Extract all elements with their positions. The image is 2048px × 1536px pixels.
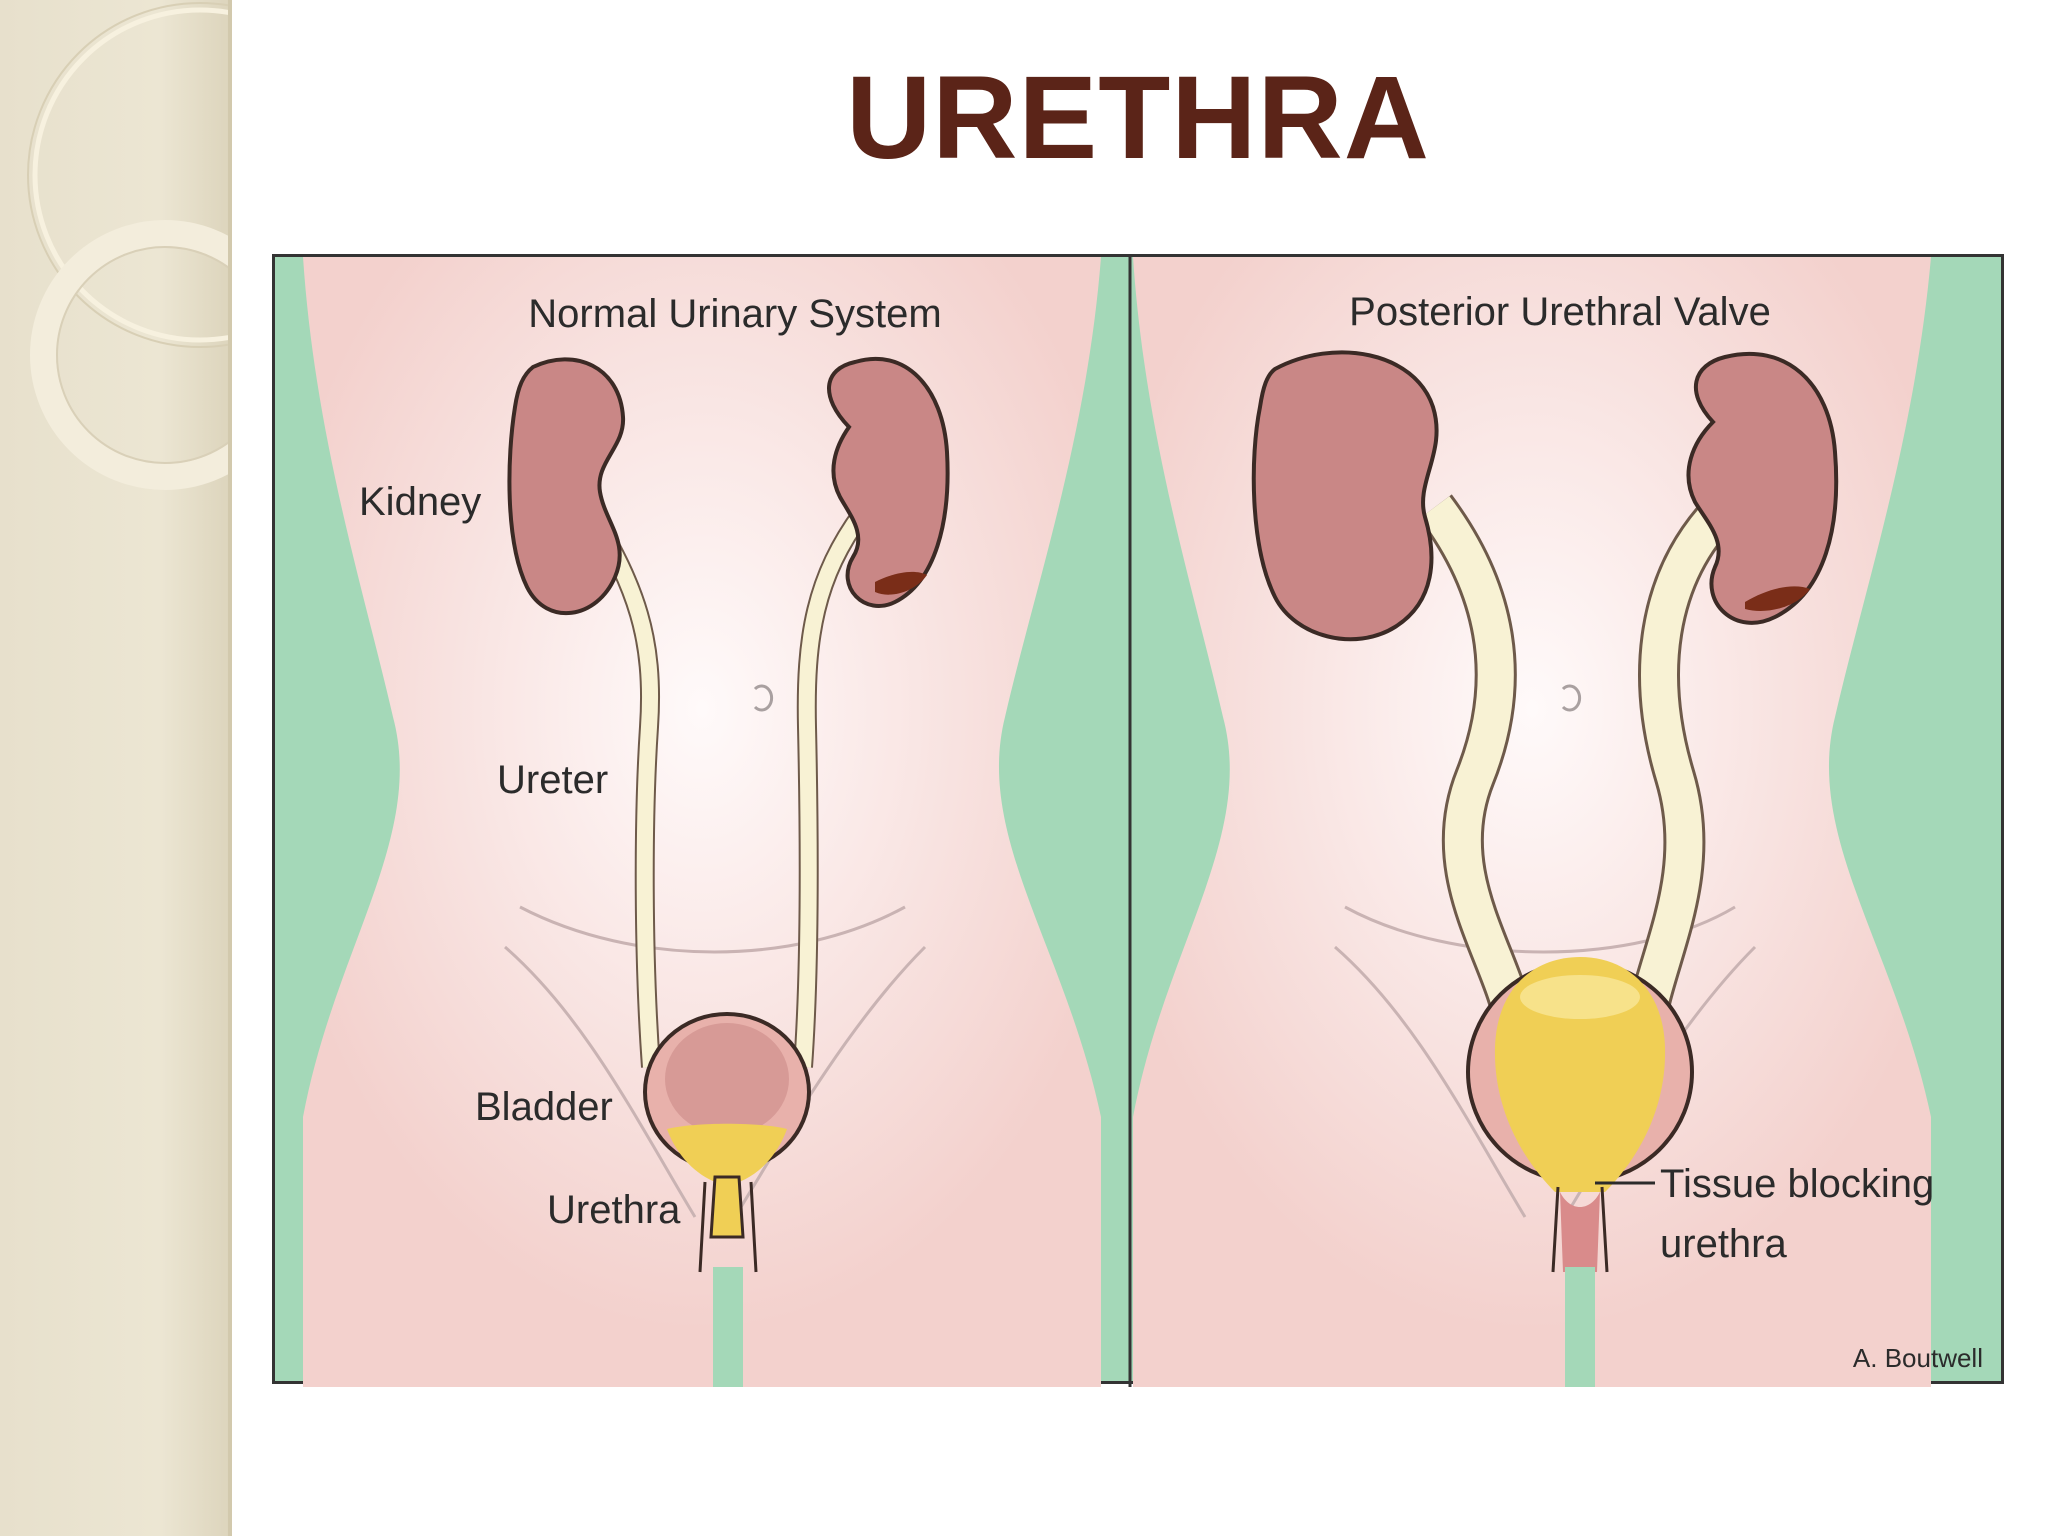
- right-navel: [1561, 684, 1582, 712]
- left-pelvis-line: [519, 905, 906, 954]
- left-panel-title: Normal Urinary System: [528, 292, 941, 336]
- label-bladder: Bladder: [475, 1085, 613, 1129]
- right-hip-line-left: [1334, 945, 1527, 1218]
- left-navel: [753, 684, 774, 712]
- label-tissue-line1: Tissue blocking: [1660, 1162, 1934, 1206]
- left-ureter-right-fill: [795, 507, 870, 1068]
- left-urethra-tube: [698, 1181, 758, 1273]
- right-kidney-right: [1686, 351, 1839, 625]
- right-urethra-exit: [1565, 1267, 1595, 1387]
- right-ureter-right-fill: [1627, 494, 1738, 1030]
- label-urethra: Urethra: [547, 1188, 681, 1232]
- right-panel-title: Posterior Urethral Valve: [1349, 290, 1771, 334]
- tissue-blockage: [1560, 1192, 1600, 1272]
- left-hip-line-left: [504, 945, 697, 1218]
- urinary-system-diagram: Normal Urinary System Kidney Ureter Blad…: [272, 254, 2004, 1387]
- left-hip-line-right: [733, 945, 927, 1218]
- label-tissue-line2: urethra: [1660, 1222, 1787, 1266]
- left-bladder: [643, 1012, 811, 1387]
- label-ureter: Ureter: [497, 758, 608, 802]
- decorative-side-band: [0, 0, 232, 1536]
- right-kidney-left: [1251, 350, 1439, 642]
- artist-credit: A. Boutwell: [1853, 1343, 1983, 1373]
- left-urethra-exit: [713, 1267, 743, 1387]
- slide-title: URETHRA: [846, 52, 1430, 184]
- right-panel: Posterior Urethral Valve Tissue blocking…: [1133, 257, 1983, 1387]
- diagram-canvas: Normal Urinary System Kidney Ureter Blad…: [303, 257, 1983, 1387]
- left-kidney-right: [827, 356, 950, 608]
- left-panel: Normal Urinary System Kidney Ureter Blad…: [303, 257, 1101, 1387]
- left-kidney-right-pelvis: [875, 571, 927, 595]
- left-ureter-left-fill: [586, 510, 659, 1068]
- right-urethra-tube: [1551, 1186, 1609, 1273]
- label-kidney: Kidney: [359, 480, 481, 524]
- decorative-circles-icon: [27, 2, 228, 490]
- right-bladder: [1466, 957, 1694, 1387]
- left-kidney-left: [507, 357, 626, 616]
- right-kidney-right-pelvis: [1745, 586, 1810, 611]
- right-ureter-left-fill: [1420, 496, 1533, 1031]
